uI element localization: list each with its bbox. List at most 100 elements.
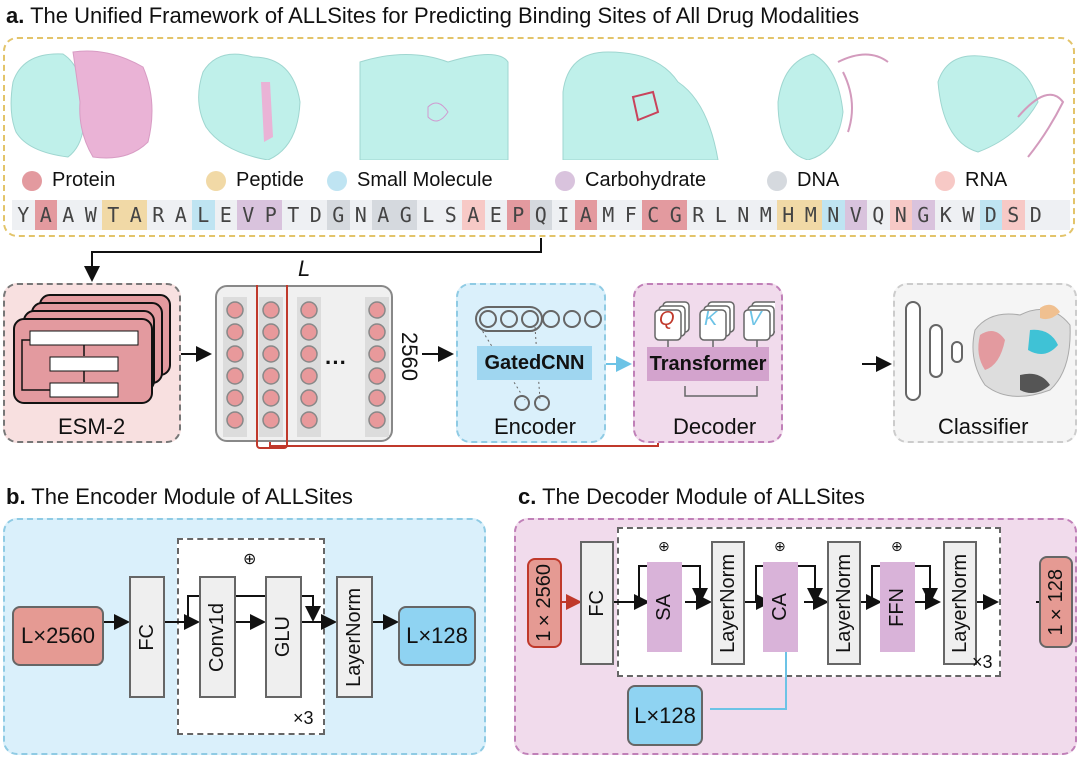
panel-c-title-text: The Decoder Module of ALLSites bbox=[542, 484, 865, 509]
residue: V bbox=[237, 200, 260, 230]
residue: L bbox=[714, 203, 727, 227]
residue: H bbox=[777, 200, 800, 230]
decoder-layernorm-1-box: LayerNorm bbox=[711, 541, 745, 665]
gatedcnn-label: GatedCNN bbox=[477, 346, 592, 380]
residue: L bbox=[422, 203, 435, 227]
ffn-label: FFN bbox=[886, 587, 908, 627]
embedding-unit bbox=[226, 301, 244, 319]
residue: E bbox=[219, 203, 232, 227]
fc-label: FC bbox=[135, 623, 158, 651]
sa-label: SA bbox=[653, 593, 675, 621]
embedding-unit bbox=[368, 389, 386, 407]
qkv-icon bbox=[654, 301, 775, 397]
embedding-unit bbox=[262, 367, 280, 385]
residue: T bbox=[287, 203, 300, 227]
residue: F bbox=[624, 203, 637, 227]
legend-label: Small Molecule bbox=[357, 169, 493, 191]
panel-b-title: b. The Encoder Module of ALLSites bbox=[6, 484, 353, 510]
legend-peptide: Peptide bbox=[206, 169, 304, 192]
decoder-layernorm-2-box: LayerNorm bbox=[827, 541, 861, 665]
residue: N bbox=[822, 200, 845, 230]
selected-residue-highlight bbox=[256, 285, 288, 449]
ellipsis: ··· bbox=[325, 350, 347, 375]
peptide-color-dot bbox=[206, 170, 226, 191]
ffn-box: FFN bbox=[880, 562, 915, 652]
residue: A bbox=[62, 203, 75, 227]
esm2-layers-icon bbox=[13, 294, 171, 404]
protein-rna-structure bbox=[937, 55, 1065, 158]
classifier-label: Classifier bbox=[938, 414, 1029, 439]
residue: K bbox=[939, 203, 952, 227]
embedding-unit bbox=[368, 411, 386, 429]
protein-dna-structure bbox=[777, 53, 889, 160]
residue: P bbox=[507, 200, 530, 230]
residue: T bbox=[102, 200, 125, 230]
layernorm-label: LayerNorm bbox=[832, 553, 855, 653]
legend-protein: Protein bbox=[22, 169, 115, 192]
residue: C bbox=[642, 200, 665, 230]
legend-label: DNA bbox=[797, 169, 840, 191]
residue: S bbox=[1002, 200, 1025, 230]
residue: W bbox=[962, 203, 975, 227]
residue: V bbox=[844, 200, 867, 230]
residue: Q bbox=[529, 200, 552, 230]
embedding-unit bbox=[262, 301, 280, 319]
residue: A bbox=[574, 200, 597, 230]
residue: Q bbox=[872, 203, 885, 227]
embedding-unit bbox=[300, 367, 318, 385]
encoder-repeat-label: ×3 bbox=[293, 708, 314, 728]
encoder-fc-box: FC bbox=[129, 576, 165, 698]
panel-a-title-text: The Unified Framework of ALLSites for Pr… bbox=[30, 3, 860, 28]
decoder-output-box: 1×128 bbox=[1039, 556, 1073, 648]
rna-color-dot bbox=[935, 170, 955, 191]
encoder-input-box: L×2560 bbox=[12, 606, 104, 666]
sequence-to-esm-arrow bbox=[84, 238, 542, 282]
residue: G bbox=[664, 200, 687, 230]
decoder-fc-box: FC bbox=[580, 541, 614, 665]
embedding-unit bbox=[226, 411, 244, 429]
carbohydrate-color-dot bbox=[555, 170, 575, 191]
embedding-unit bbox=[262, 411, 280, 429]
panel-c-prefix: c. bbox=[518, 484, 537, 509]
embedding-unit bbox=[300, 301, 318, 319]
dna-color-dot bbox=[767, 170, 787, 191]
embedding-unit bbox=[300, 345, 318, 363]
residue: W bbox=[84, 203, 97, 227]
layernorm-label: LayerNorm bbox=[343, 587, 365, 687]
embedding-unit bbox=[226, 367, 244, 385]
decoder-label: Decoder bbox=[673, 414, 757, 439]
embedding-unit bbox=[368, 345, 386, 363]
ca-label: CA bbox=[769, 593, 791, 621]
classifier-icon bbox=[905, 301, 1071, 401]
legend-small-molecule: Small Molecule bbox=[327, 169, 493, 192]
panel-a-frame bbox=[3, 37, 1075, 237]
embedding-unit bbox=[226, 345, 244, 363]
panel-a-title: a. The Unified Framework of ALLSites for… bbox=[6, 3, 859, 29]
small-molecule-color-dot bbox=[327, 170, 347, 191]
encoder-label: Encoder bbox=[494, 414, 576, 439]
decoder-repeat-label: ×3 bbox=[972, 652, 993, 672]
panel-a-prefix: a. bbox=[6, 3, 25, 28]
legend-dna: DNA bbox=[767, 169, 839, 192]
residue: R bbox=[692, 203, 705, 227]
embedding-unit bbox=[300, 323, 318, 341]
conv1d-label: Conv1d bbox=[206, 602, 228, 672]
value-label: V bbox=[748, 308, 762, 330]
glu-box: GLU bbox=[265, 576, 302, 698]
protein-protein-structure bbox=[10, 50, 153, 159]
encoder-output-box: L×128 bbox=[398, 606, 476, 666]
embedding-unit bbox=[300, 389, 318, 407]
embedding-unit bbox=[368, 301, 386, 319]
residue: A bbox=[462, 200, 485, 230]
legend-label: Peptide bbox=[236, 169, 304, 191]
residue: D bbox=[309, 203, 322, 227]
residue: N bbox=[737, 203, 750, 227]
residue: G bbox=[912, 200, 935, 230]
residue: Y bbox=[17, 203, 30, 227]
legend-label: Carbohydrate bbox=[585, 169, 707, 191]
embedding-unit bbox=[226, 389, 244, 407]
layernorm-label: LayerNorm bbox=[716, 553, 739, 653]
decoder-layernorm-3-box: LayerNorm bbox=[943, 541, 977, 665]
encoder-repeat-block bbox=[177, 538, 325, 735]
